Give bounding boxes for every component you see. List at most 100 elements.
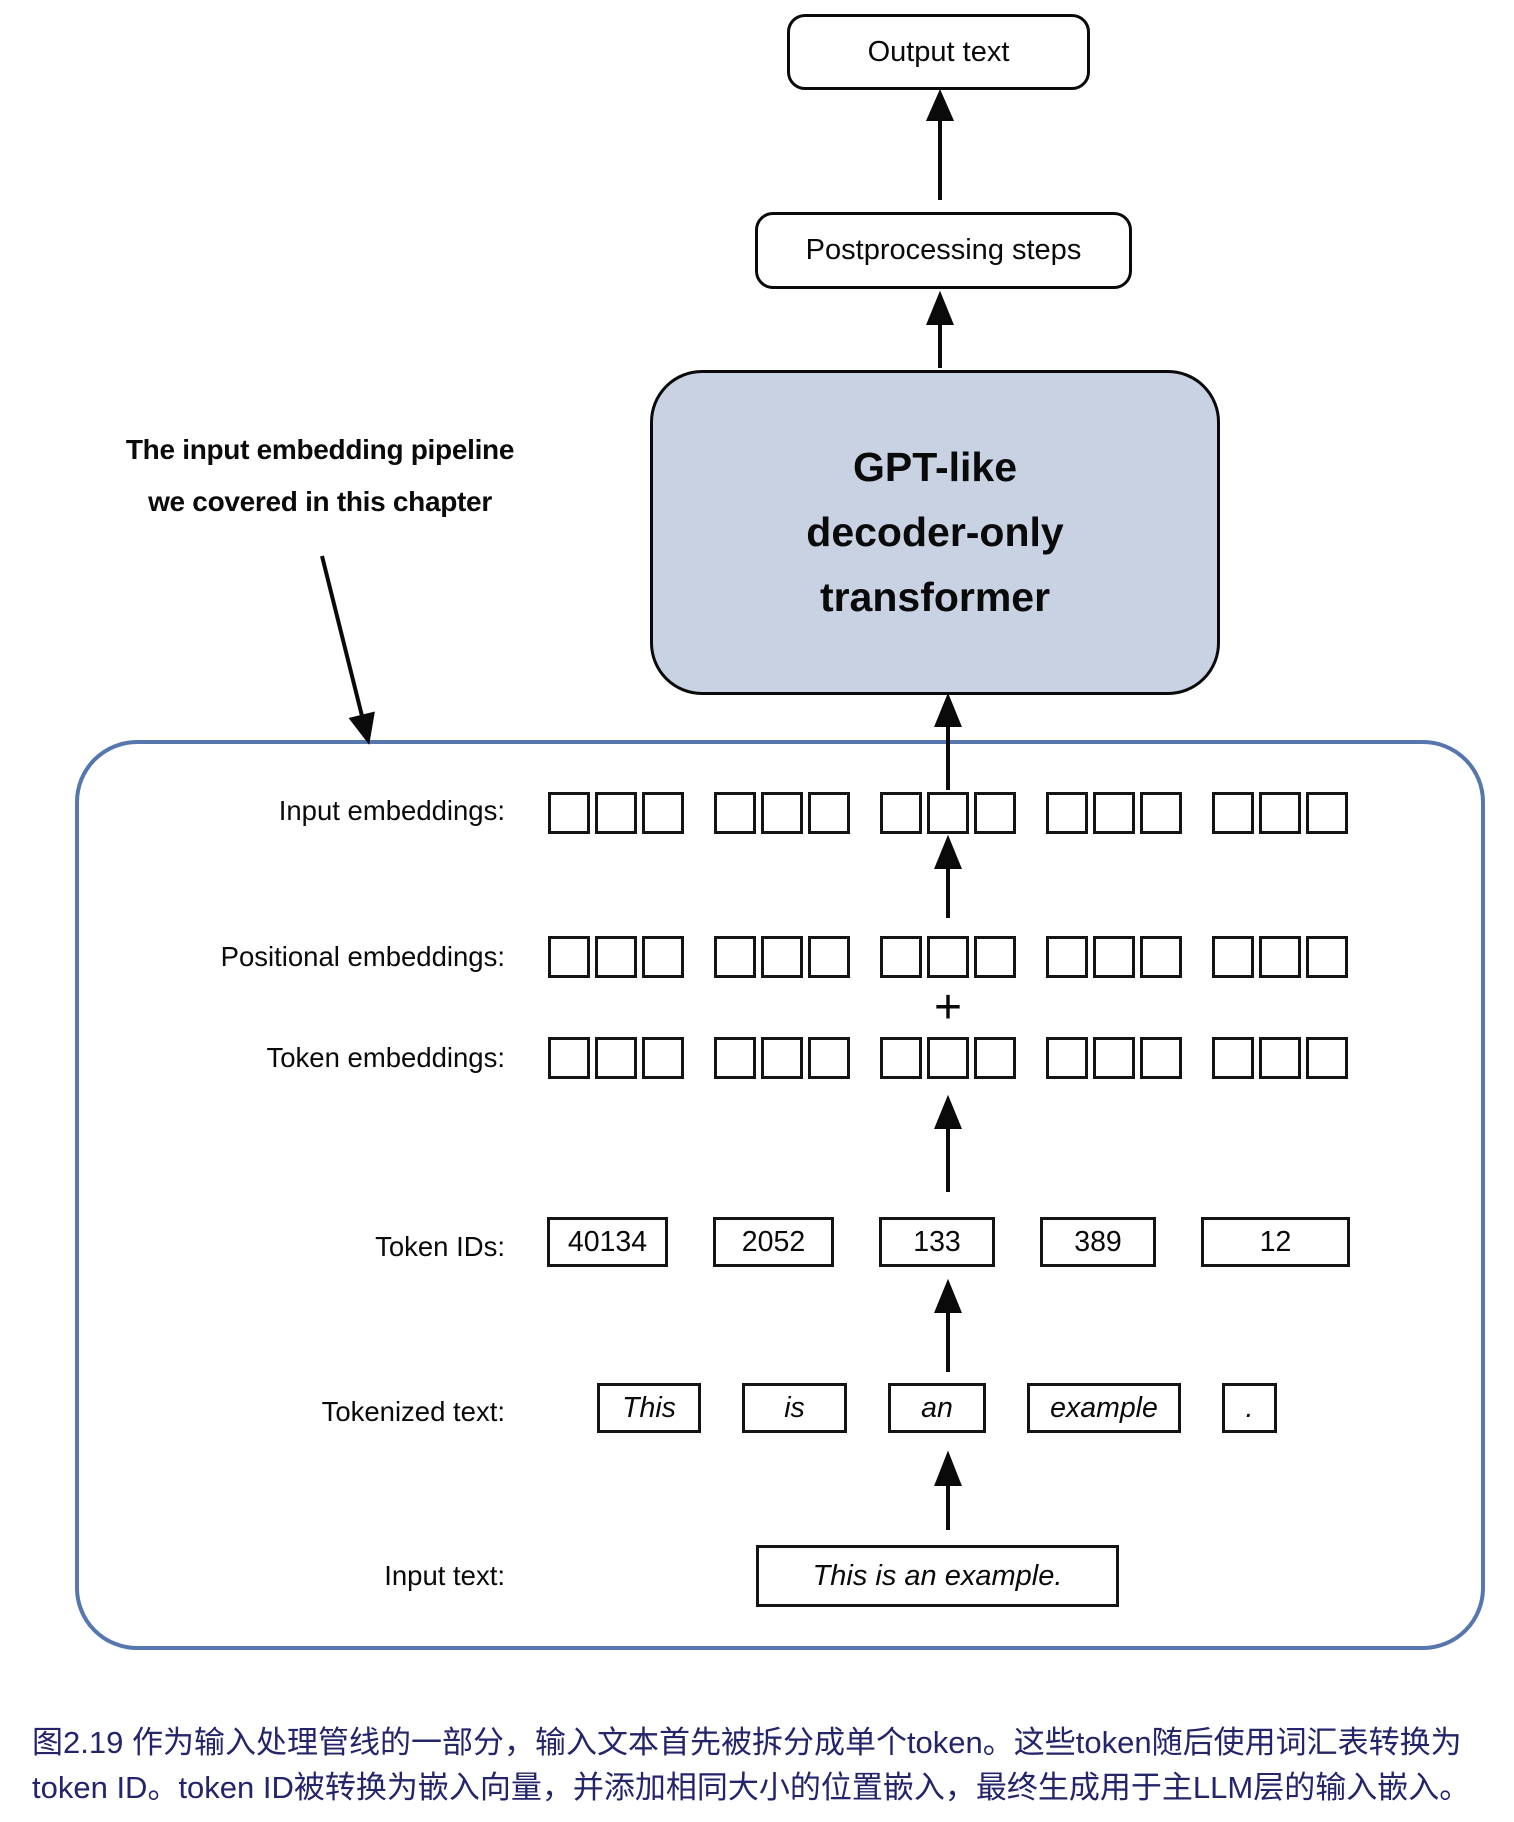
transformer-line-3: transformer <box>819 573 1051 620</box>
embedding-cell <box>714 1037 756 1079</box>
embedding-cell <box>642 792 684 834</box>
embedding-cell <box>1046 936 1088 978</box>
arrowhead-container-to-transformer <box>934 692 962 727</box>
embedding-cell <box>548 792 590 834</box>
embedding-cell <box>1140 792 1182 834</box>
embedding-cell <box>1306 1037 1348 1079</box>
token-embedding-group <box>1046 1037 1182 1079</box>
side-annotation: The input embedding pipeline we covered … <box>75 424 565 528</box>
input-embedding-group <box>1212 792 1348 834</box>
positional-embeddings-row <box>548 936 1348 978</box>
transformer-node: GPT-like decoder-only transformer <box>650 370 1220 695</box>
embedding-cell <box>642 936 684 978</box>
embedding-cell <box>1046 1037 1088 1079</box>
input-embedding-group <box>548 792 684 834</box>
embedding-cell <box>1212 792 1254 834</box>
token-id-box: 133 <box>879 1217 995 1267</box>
token-embedding-group <box>880 1037 1016 1079</box>
input-embeddings-row <box>548 792 1348 834</box>
embedding-cell <box>1140 1037 1182 1079</box>
token-box: an <box>888 1383 986 1433</box>
positional-embedding-group <box>1212 936 1348 978</box>
embedding-cell <box>927 792 969 834</box>
input-embedding-group <box>1046 792 1182 834</box>
embedding-cell <box>927 1037 969 1079</box>
embedding-cell <box>1093 1037 1135 1079</box>
positional-embedding-group <box>1046 936 1182 978</box>
transformer-line-1: GPT-like <box>852 444 1018 491</box>
embedding-cell <box>808 936 850 978</box>
tokenized-text-label: Tokenized text: <box>321 1396 505 1427</box>
input-embedding-group <box>880 792 1016 834</box>
embedding-cell <box>1259 1037 1301 1079</box>
embedding-cell <box>1306 936 1348 978</box>
token-id-box: 12 <box>1201 1217 1350 1267</box>
embedding-cell <box>974 792 1016 834</box>
token-embedding-group <box>548 1037 684 1079</box>
token-embeddings-label: Token embeddings: <box>266 1042 506 1073</box>
embedding-cell <box>880 1037 922 1079</box>
token-embeddings-row <box>548 1037 1348 1079</box>
embedding-cell <box>1046 792 1088 834</box>
token-id-box: 389 <box>1040 1217 1156 1267</box>
caption-line-1: 图2.19 作为输入处理管线的一部分，输入文本首先被拆分成单个token。这些t… <box>32 1725 1462 1760</box>
token-ids-label: Token IDs: <box>375 1231 505 1262</box>
embedding-cell <box>714 936 756 978</box>
annotation-callout-line <box>320 555 364 717</box>
plus-sign: + <box>933 981 963 1034</box>
postprocessing-label: Postprocessing steps <box>805 234 1082 266</box>
positional-embedding-group <box>880 936 1016 978</box>
figure-caption: 图2.19 作为输入处理管线的一部分，输入文本首先被拆分成单个token。这些t… <box>32 1721 1508 1811</box>
token-embedding-group <box>1212 1037 1348 1079</box>
token-box: . <box>1222 1383 1277 1433</box>
embedding-cell <box>761 1037 803 1079</box>
positional-embedding-group <box>714 936 850 978</box>
postprocessing-node: Postprocessing steps <box>755 212 1132 289</box>
input-text-node: This is an example. <box>756 1545 1119 1607</box>
embedding-cell <box>1093 792 1135 834</box>
annotation-line-2: we covered in this chapter <box>148 486 492 518</box>
embedding-cell <box>927 936 969 978</box>
embedding-pipeline-container <box>75 740 1485 1650</box>
token-box: is <box>742 1383 847 1433</box>
positional-embedding-group <box>548 936 684 978</box>
embedding-cell <box>595 792 637 834</box>
embedding-cell <box>761 792 803 834</box>
input-text-label: Input text: <box>384 1560 505 1591</box>
embedding-cell <box>548 1037 590 1079</box>
embedding-cell <box>595 1037 637 1079</box>
token-id-box: 2052 <box>713 1217 834 1267</box>
embedding-cell <box>642 1037 684 1079</box>
embedding-cell <box>808 1037 850 1079</box>
annotation-line-1: The input embedding pipeline <box>125 434 515 465</box>
token-box: example <box>1027 1383 1181 1433</box>
embedding-cell <box>880 792 922 834</box>
embedding-cell <box>808 792 850 834</box>
embedding-cell <box>1093 936 1135 978</box>
embedding-cell <box>974 1037 1016 1079</box>
token-embedding-group <box>714 1037 850 1079</box>
arrowhead-postprocessing-to-output <box>925 89 955 121</box>
input-embedding-group <box>714 792 850 834</box>
embedding-cell <box>1212 1037 1254 1079</box>
arrowhead-transformer-to-postprocessing <box>926 290 954 325</box>
token-box: This <box>597 1383 701 1433</box>
embedding-cell <box>548 936 590 978</box>
annotation-callout-arrowhead <box>348 711 375 745</box>
output-text-label: Output text <box>867 35 1010 68</box>
caption-line-2: token ID。token ID被转换为嵌入向量，并添加相同大小的位置嵌入，最… <box>32 1769 1471 1805</box>
input-embeddings-label: Input embeddings: <box>278 795 505 826</box>
embedding-cell <box>1306 792 1348 834</box>
output-text-node: Output text <box>787 14 1090 90</box>
input-text-value: This is an example. <box>812 1559 1063 1592</box>
embedding-cell <box>1212 936 1254 978</box>
transformer-line-2: decoder-only <box>806 509 1064 556</box>
embedding-cell <box>1140 936 1182 978</box>
embedding-cell <box>595 936 637 978</box>
embedding-cell <box>1259 936 1301 978</box>
embedding-cell <box>880 936 922 978</box>
embedding-cell <box>761 936 803 978</box>
